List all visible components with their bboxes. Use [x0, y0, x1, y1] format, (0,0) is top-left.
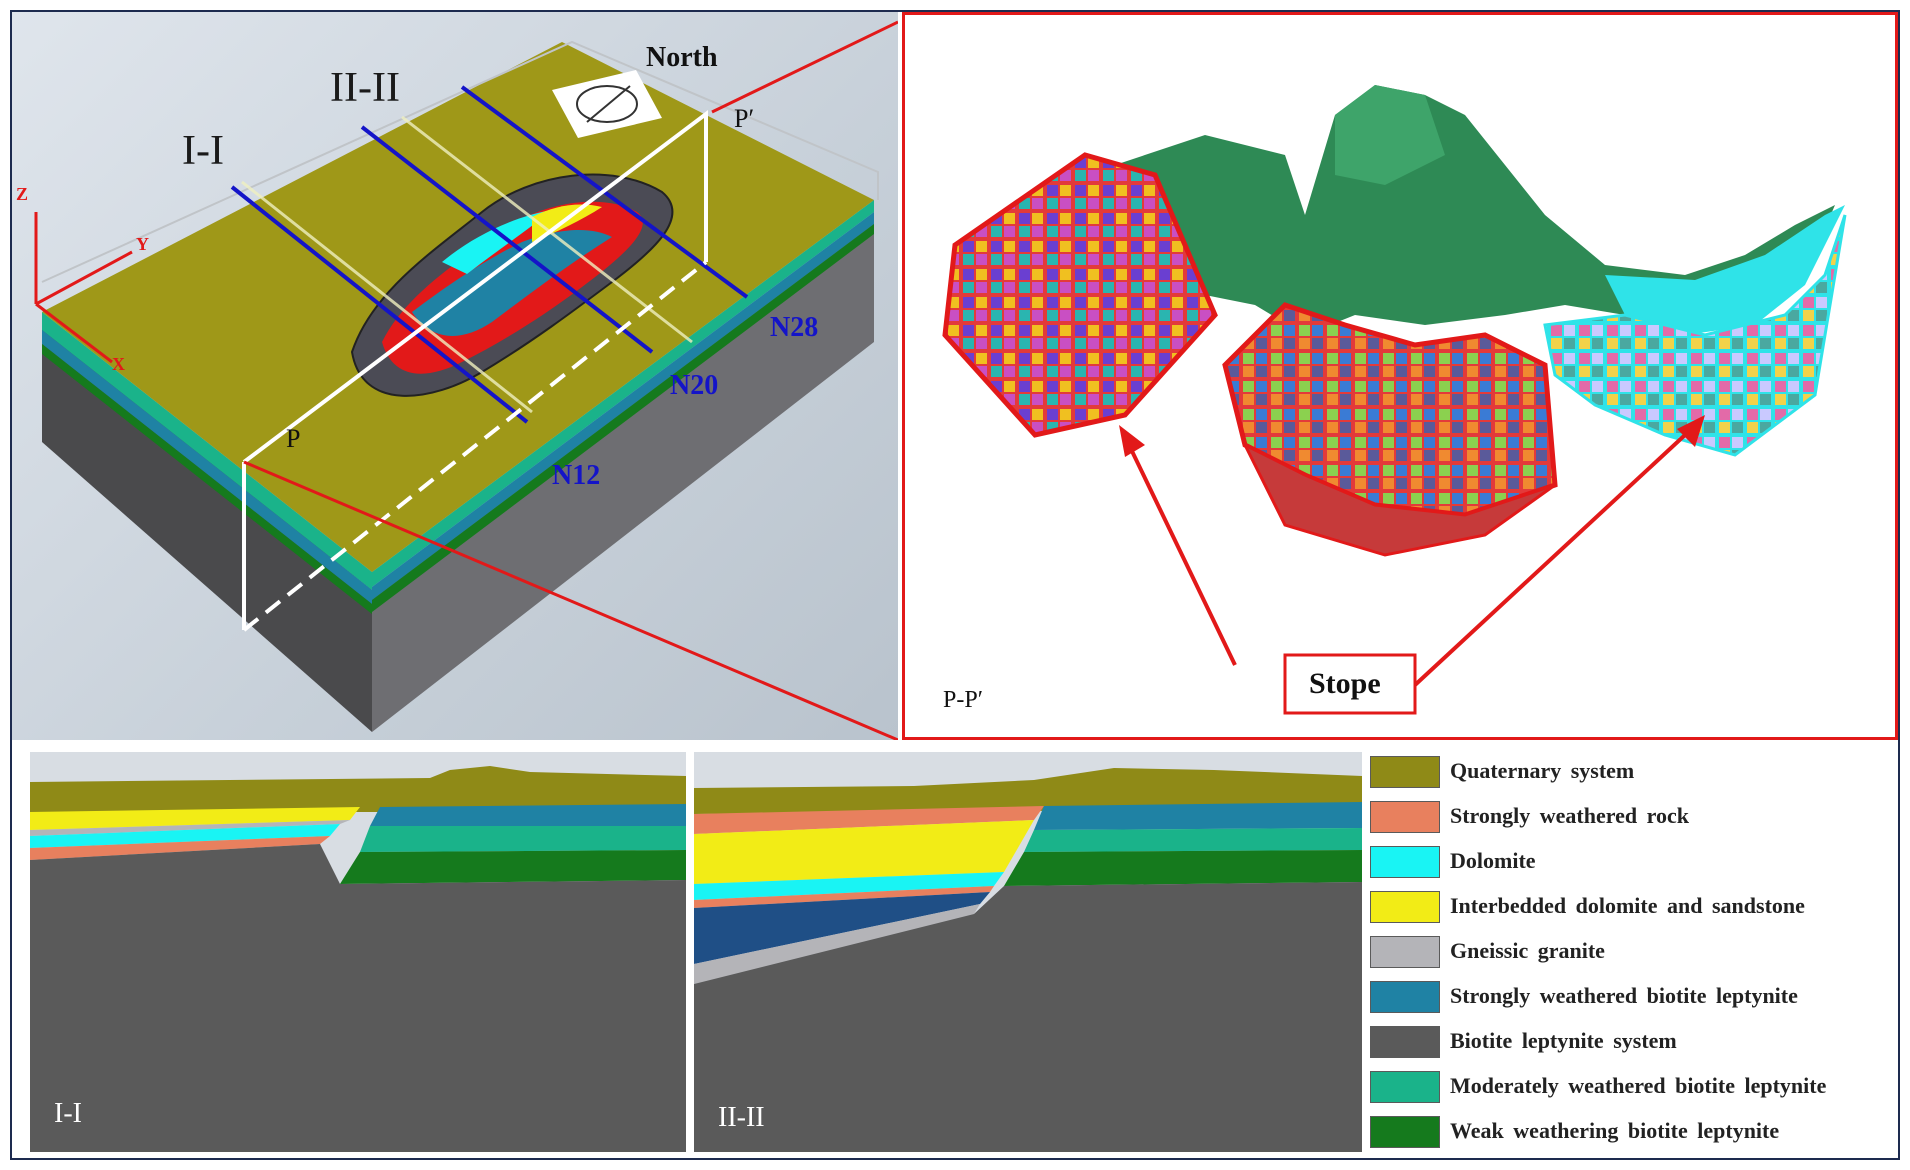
- section-ii-panel: II-II: [694, 752, 1362, 1152]
- axis-x-label: X: [112, 354, 125, 374]
- legend-item: Weak weathering biotite leptynite: [1370, 1114, 1898, 1150]
- section-ii-dolomite: [694, 872, 1004, 900]
- section-i-gneissic: [30, 820, 350, 836]
- stope-label-box: [1283, 653, 1417, 715]
- legend-label: Dolomite: [1450, 848, 1536, 873]
- legend-label: Interbedded dolomite and sandstone: [1450, 893, 1805, 918]
- section-i-label: I-I: [54, 1098, 82, 1129]
- axis-y-label: Y: [136, 234, 149, 254]
- section-i-svg: [30, 766, 686, 1152]
- legend-item: Biotite leptynite system: [1370, 1024, 1898, 1060]
- profile-caption: P-P′: [943, 687, 983, 713]
- section-p-outline: [242, 109, 708, 464]
- legend-item: Strongly weathered rock: [1370, 799, 1898, 835]
- section-label-2: II-II: [330, 65, 400, 111]
- stope-arrow-right: [1413, 433, 1687, 687]
- section-ii-strong-weathered-lower: [694, 886, 994, 908]
- strata-band-right-2: [372, 212, 874, 600]
- profile-svg: [942, 85, 1847, 715]
- stope-block-center-bottom: [1241, 441, 1556, 557]
- section-ii-quaternary: [694, 768, 1362, 814]
- section-i-strong-weathered: [30, 836, 330, 860]
- strata-band-right: [372, 200, 874, 587]
- legend-item: Interbedded dolomite and sandstone: [1370, 889, 1898, 925]
- legend-label: Moderately weathered biotite leptynite: [1450, 1073, 1827, 1098]
- section-i-quaternary: [30, 766, 686, 812]
- stope-block-left: [942, 152, 1218, 438]
- legend-item: Quaternary system: [1370, 754, 1898, 790]
- axis-z-label: Z: [16, 184, 29, 204]
- model-3d-svg: [34, 20, 898, 740]
- point-p-label: P: [286, 424, 301, 453]
- legend-swatch: [1370, 981, 1440, 1013]
- section-ii-strong-biotite: [1034, 802, 1362, 830]
- line-n20: [360, 125, 654, 354]
- strata-band-right-3: [372, 224, 874, 612]
- strata-band-front-3: [42, 344, 372, 614]
- stope-arrow-left: [1128, 446, 1237, 666]
- terrain-mass: [1115, 85, 1835, 335]
- legend-swatch: [1370, 1116, 1440, 1148]
- section-ii-gneissic: [694, 904, 980, 984]
- legend-swatch: [1370, 801, 1440, 833]
- section-i-moderate: [360, 826, 686, 852]
- profile-panel: Stope P-P′: [902, 12, 1898, 740]
- section-i-dolomite: [30, 824, 340, 848]
- line-label-n28: N28: [770, 312, 819, 343]
- section-i-weak: [340, 850, 686, 884]
- legend-label: Weak weathering biotite leptynite: [1450, 1118, 1780, 1143]
- strata-band-front: [42, 312, 372, 590]
- legend-swatch: [1370, 936, 1440, 968]
- legend-item: Dolomite: [1370, 844, 1898, 880]
- section-ii-weak: [1004, 850, 1362, 886]
- section-ii-strong-biotite-wedge: [694, 892, 990, 964]
- stope-block-right: [1543, 214, 1847, 457]
- section-ii-strong-weathered: [694, 806, 1044, 834]
- legend-swatch: [1370, 891, 1440, 923]
- legend-label: Quaternary system: [1450, 758, 1635, 783]
- line-label-n12: N12: [552, 460, 601, 491]
- model-front-face: [42, 327, 372, 732]
- legend-swatch: [1370, 1026, 1440, 1058]
- north-arrow: [552, 70, 662, 138]
- section-ii-biotite-system: [694, 882, 1362, 1152]
- stope-arrowhead-right: [1677, 415, 1705, 447]
- stope-arrowhead-left: [1119, 425, 1145, 457]
- section-ii-svg: [694, 768, 1362, 1152]
- cyan-terrain: [1605, 205, 1845, 335]
- figure-frame: [10, 10, 1900, 1160]
- legend-swatch: [1370, 846, 1440, 878]
- legend-swatch: [1370, 1071, 1440, 1103]
- section-i-interbedded: [30, 807, 360, 830]
- section-ii-label: II-II: [718, 1102, 765, 1133]
- legend-label: Biotite leptynite system: [1450, 1028, 1677, 1053]
- line-n12: [230, 185, 529, 424]
- section-i-strong-biotite: [370, 804, 686, 826]
- legend-item: Strongly weathered biotite leptynite: [1370, 979, 1898, 1015]
- legend-label: Strongly weathered biotite leptynite: [1450, 983, 1798, 1008]
- link-line-lower: [243, 460, 898, 740]
- section-label-1: I-I: [182, 128, 224, 174]
- model-3d-panel: North I-I II-II P′ P N28 N20 N12 Z Y X: [12, 12, 898, 740]
- legend-label: Gneissic granite: [1450, 938, 1605, 963]
- legend-item: Moderately weathered biotite leptynite: [1370, 1069, 1898, 1105]
- legend-swatch: [1370, 756, 1440, 788]
- axes-icon: [34, 212, 133, 364]
- point-p-prime-label: P′: [734, 104, 755, 133]
- legend-item: Gneissic granite: [1370, 934, 1898, 970]
- section-ii-moderate: [1024, 828, 1362, 852]
- terrain-step: [1335, 85, 1445, 185]
- model-right-face: [372, 217, 874, 732]
- section-ii-interbedded: [694, 820, 1034, 884]
- section-i-panel: I-I: [30, 752, 686, 1152]
- strata-band-front-2: [42, 330, 372, 604]
- stope-label: Stope: [1309, 667, 1381, 700]
- north-label: North: [646, 42, 718, 73]
- legend-label: Strongly weathered rock: [1450, 803, 1689, 828]
- section-i-biotite-system: [30, 844, 686, 1152]
- line-label-n20: N20: [670, 370, 719, 401]
- link-line-upper: [711, 20, 898, 114]
